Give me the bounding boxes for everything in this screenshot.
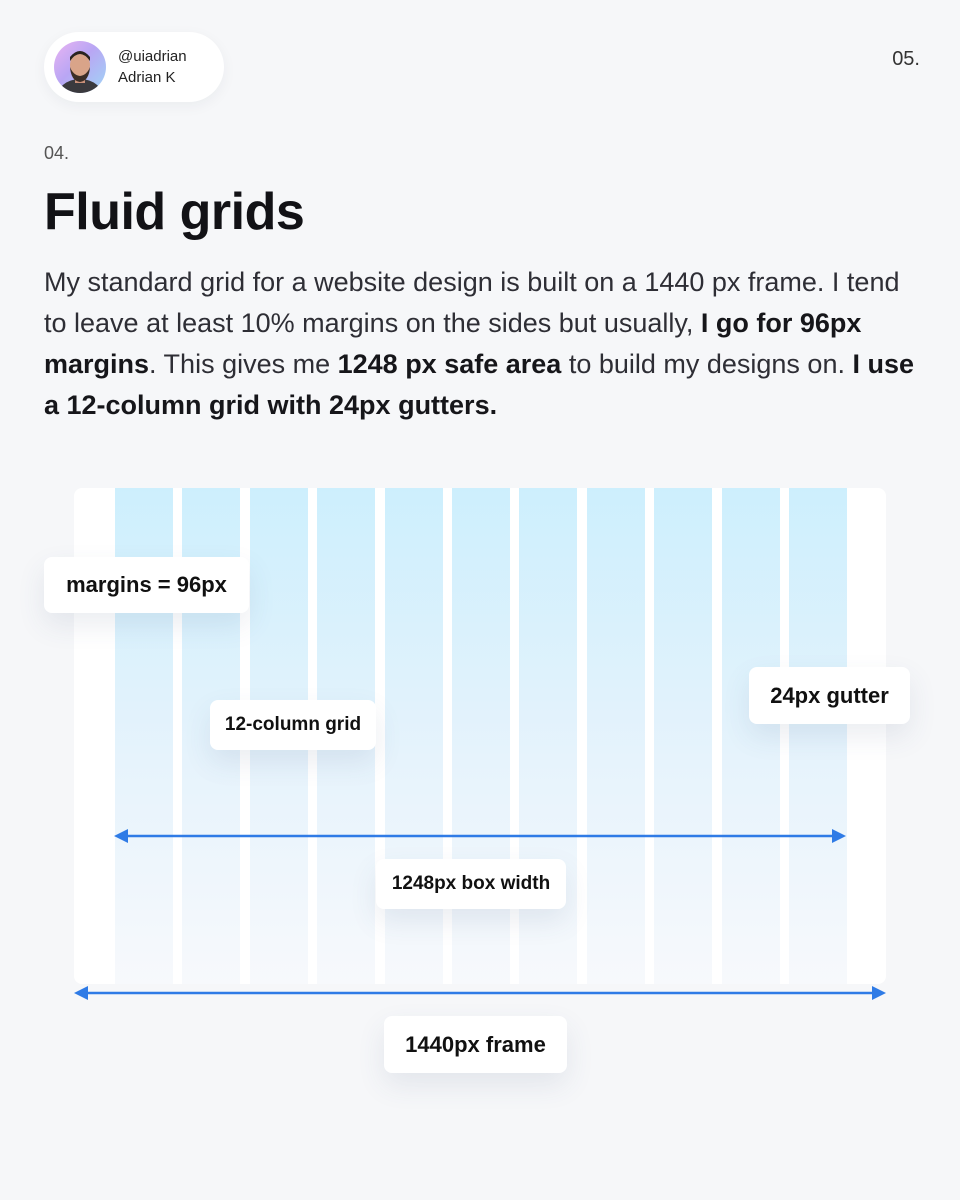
gutter-label: 24px gutter bbox=[749, 667, 910, 724]
body-emphasis: I use a 12-column grid with 24px gutters… bbox=[44, 349, 915, 420]
frame-width-arrow bbox=[74, 986, 886, 1000]
box-width-label: 1248px box width bbox=[376, 859, 566, 909]
avatar bbox=[54, 41, 106, 93]
author-pill[interactable]: @uiadrian Adrian K bbox=[44, 32, 224, 102]
body-emphasis: 1248 px safe area bbox=[337, 349, 562, 379]
body-emphasis: I go for 96px margins bbox=[44, 308, 862, 379]
body-text-run: to build my designs on. bbox=[561, 349, 853, 379]
grid-column bbox=[789, 488, 847, 984]
author-name: Adrian K bbox=[118, 69, 176, 86]
grid-column bbox=[721, 488, 780, 984]
author-handle: @uiadrian bbox=[118, 48, 187, 65]
frame-label: 1440px frame bbox=[384, 1016, 567, 1073]
body-text-run: My standard grid for a website design is… bbox=[44, 267, 900, 338]
page-number: 05. bbox=[892, 48, 920, 70]
columns-label: 12-column grid bbox=[210, 700, 376, 750]
grid-column bbox=[586, 488, 645, 984]
page-title: Fluid grids bbox=[44, 183, 305, 241]
body-paragraph: My standard grid for a website design is… bbox=[44, 262, 924, 426]
grid-column bbox=[654, 488, 713, 984]
box-width-arrow bbox=[114, 829, 846, 843]
body-text-run: . This gives me bbox=[149, 349, 338, 379]
margins-label: margins = 96px bbox=[44, 557, 249, 613]
section-number: 04. bbox=[44, 143, 70, 163]
